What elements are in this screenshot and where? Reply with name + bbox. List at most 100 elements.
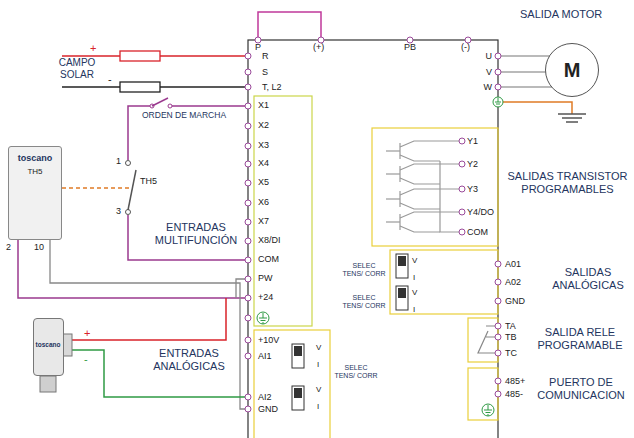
terminals xyxy=(245,37,501,412)
supply-wire xyxy=(18,240,248,298)
selector-mark: I xyxy=(317,360,319,369)
contact-terminal xyxy=(126,210,131,215)
terminal-circle xyxy=(245,200,251,206)
pin-name: 485- xyxy=(505,389,523,399)
pin-name: COM xyxy=(467,227,488,237)
pin-name: W xyxy=(484,82,493,92)
terminal-circle xyxy=(495,53,501,59)
section-title: SALIDA MOTOR xyxy=(520,8,602,21)
transistor-output-outline xyxy=(372,128,498,246)
switch-contact xyxy=(168,104,172,108)
com-wire xyxy=(128,215,248,260)
pin-name: R xyxy=(262,51,269,61)
polarity-sign: - xyxy=(84,353,88,366)
selector-label: SELEC TENS/ CORR xyxy=(334,364,378,380)
relay-outline xyxy=(468,318,498,362)
fuse-symbol xyxy=(120,82,160,92)
terminal-circle xyxy=(245,394,251,400)
node-text: TH5 xyxy=(27,167,42,176)
terminal-circle xyxy=(245,276,251,282)
pin-name: Y4/DO xyxy=(467,207,494,217)
pin-name: 485+ xyxy=(505,376,525,386)
pin-name: S xyxy=(262,67,268,77)
pin-name: X1 xyxy=(258,100,269,110)
input-group-outline xyxy=(254,96,312,326)
terminal-circle xyxy=(495,323,501,329)
pin-name: V xyxy=(486,67,492,77)
terminal-circle xyxy=(245,123,251,129)
terminal-circle xyxy=(245,53,251,59)
transistor-symbol xyxy=(386,221,400,222)
section-title: CAMPO SOLAR xyxy=(46,57,108,80)
transistor-symbol xyxy=(386,198,400,199)
jumper-wire xyxy=(258,12,321,40)
pin-name: Y3 xyxy=(467,184,478,194)
transistor-symbol xyxy=(400,164,459,170)
selector-mark: I xyxy=(413,305,415,314)
selector-slider xyxy=(294,256,406,398)
pin-name: A02 xyxy=(505,277,521,287)
polarity-sign: - xyxy=(108,73,112,86)
fuse-symbol xyxy=(120,51,160,61)
sensor-connector xyxy=(62,334,72,356)
transistor-symbol xyxy=(400,189,459,195)
pin-name: X6 xyxy=(258,197,269,207)
pin-name: X3 xyxy=(258,140,269,150)
section-title: SALIDA RELE PROGRAMABLE xyxy=(530,326,630,351)
terminal-circle xyxy=(459,209,465,215)
terminal-circle xyxy=(459,229,465,235)
terminal-circle xyxy=(495,279,501,285)
comm-outline xyxy=(468,368,498,420)
switch-label: TH5 xyxy=(140,176,157,186)
pin-number: 2 xyxy=(6,242,11,252)
pin-name: TB xyxy=(505,332,517,342)
terminal-circle xyxy=(459,161,465,167)
pin-name: X5 xyxy=(258,177,269,187)
transistor-symbols xyxy=(386,141,459,232)
pin-name: Y2 xyxy=(467,159,478,169)
terminal-circle xyxy=(495,298,501,304)
pin-name: TA xyxy=(505,321,516,331)
transistor-symbol xyxy=(386,150,400,151)
terminal-circle xyxy=(245,353,251,359)
pin-name: A01 xyxy=(505,259,521,269)
pin-name: PW xyxy=(258,273,273,283)
analog-output-outline xyxy=(390,250,498,314)
terminal-circle xyxy=(245,315,251,321)
selector-mark: I xyxy=(317,402,319,411)
terminal-circle xyxy=(245,84,251,90)
switch-label: ORDEN DE MARCHA xyxy=(142,111,226,121)
section-title: SALIDAS ANALÓGICAS xyxy=(548,266,628,291)
transistor-symbol xyxy=(400,203,440,209)
terminal-circle xyxy=(495,334,501,340)
terminal-circle xyxy=(495,261,501,267)
terminal-circle xyxy=(495,391,501,397)
pin-name: P xyxy=(255,42,261,52)
terminal-circle xyxy=(495,378,501,384)
transistor-symbol xyxy=(400,141,459,147)
transistor-symbol xyxy=(399,191,400,207)
terminal-circle xyxy=(459,138,465,144)
terminal-circle xyxy=(245,69,251,75)
pin-name: PB xyxy=(404,42,416,52)
polarity-sign: + xyxy=(90,42,96,55)
terminal-circle xyxy=(459,186,465,192)
transistor-symbol xyxy=(386,173,400,174)
motor-wire xyxy=(498,56,552,87)
pin-number: 1 xyxy=(116,156,121,166)
inverter-body xyxy=(248,40,498,438)
terminal-circle xyxy=(245,103,251,109)
ground-terminal xyxy=(257,97,503,416)
ground-wire xyxy=(498,102,572,114)
polarity-sign: + xyxy=(84,327,90,340)
terminal-circle xyxy=(495,69,501,75)
selector-mark: I xyxy=(413,273,415,282)
pin-name: X4 xyxy=(258,158,269,168)
terminal-circle xyxy=(245,143,251,149)
node-title: M xyxy=(564,59,581,82)
selector-label: SELEC TENS/ CORR xyxy=(342,294,386,310)
motor-circle: M xyxy=(545,43,599,97)
section-title: ENTRADAS ANALÓGICAS xyxy=(146,347,232,372)
run-wire xyxy=(128,106,248,160)
node-title: toscano xyxy=(18,153,53,163)
